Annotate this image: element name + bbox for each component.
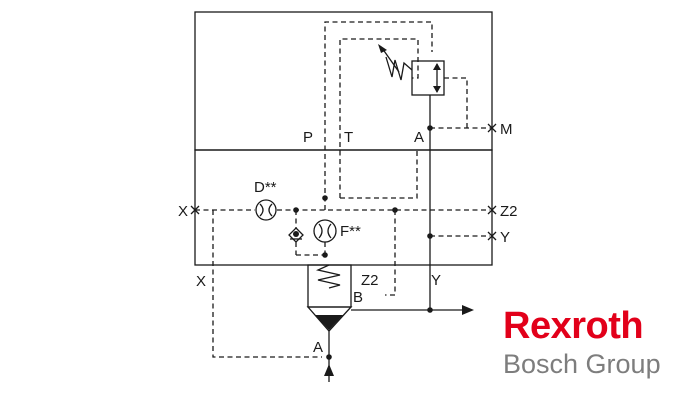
relief-valve-adjust-arrow <box>381 47 400 73</box>
label-m: M <box>500 121 513 138</box>
pilot-line-x-external <box>212 210 322 358</box>
junction-dot <box>322 252 328 258</box>
orifice-f <box>313 219 337 243</box>
pilot-line-t-down <box>340 150 418 199</box>
pilot-line-p <box>324 21 433 210</box>
port-z2-plug <box>487 205 497 215</box>
label-y-right: Y <box>500 229 510 246</box>
label-d: D** <box>254 179 277 196</box>
port-x-plug <box>190 205 200 215</box>
cartridge-body <box>307 264 352 308</box>
port-m-plug <box>487 123 497 133</box>
relief-valve-arrowhead-up <box>433 63 441 70</box>
port-y-plug <box>487 231 497 241</box>
label-z2-right: Z2 <box>500 203 518 220</box>
base-block <box>194 149 493 266</box>
label-x-bottom: X <box>196 273 206 290</box>
poppet-valve <box>306 306 353 332</box>
pilot-line-m <box>444 77 468 128</box>
junction-dot <box>322 195 328 201</box>
label-z2-bottom: Z2 <box>361 272 379 289</box>
label-f: F** <box>340 223 361 240</box>
arrow-a-inlet <box>324 364 334 376</box>
label-p: P <box>303 129 313 146</box>
junction-dot <box>427 307 433 313</box>
arrow-b-outlet <box>462 305 474 315</box>
brand-logo-name: Rexroth <box>503 305 644 347</box>
orifice-d-symbol <box>259 203 273 217</box>
check-valve-ball <box>293 231 299 237</box>
label-y-bottom: Y <box>431 272 441 289</box>
label-b: B <box>353 289 363 306</box>
junction-dot <box>293 207 299 213</box>
orifice-f-symbol <box>318 223 332 239</box>
pilot-line-t <box>339 38 419 198</box>
label-a-top: A <box>414 129 424 146</box>
junction-dot <box>392 207 398 213</box>
relief-valve-adjust-head <box>378 44 387 53</box>
junction-dot <box>326 354 332 360</box>
brand-logo-group: Bosch Group <box>503 349 661 379</box>
poppet-seat <box>315 315 343 330</box>
label-a-bottom: A <box>313 339 323 356</box>
label-t: T <box>344 129 353 146</box>
junction-dot <box>427 125 433 131</box>
orifice-d <box>255 199 277 221</box>
relief-valve-spring <box>385 56 413 81</box>
label-x-left: X <box>178 203 188 220</box>
junction-dot <box>427 233 433 239</box>
pilot-line-z2-external <box>385 210 396 296</box>
relief-valve-arrowhead-down <box>433 86 441 93</box>
relief-valve-body <box>411 60 445 96</box>
cartridge-spring <box>315 264 341 289</box>
